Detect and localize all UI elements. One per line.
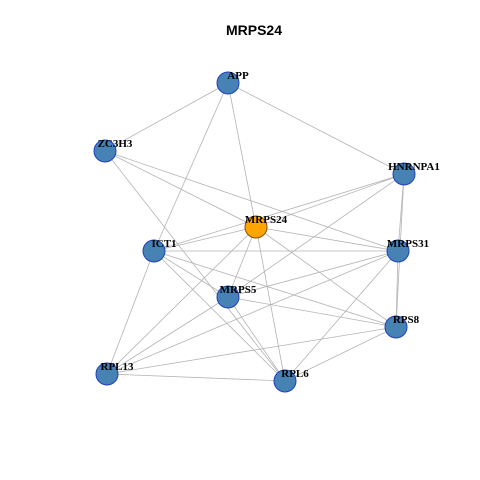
node-mrps5 bbox=[216, 285, 240, 309]
edge-mrps24-mrps31 bbox=[255, 226, 399, 252]
node-label-mrps31: MRPS31 bbox=[387, 238, 429, 250]
edge-rps8-rpl13 bbox=[106, 326, 397, 375]
edge-hnrnpa1-mrps24 bbox=[255, 173, 405, 228]
edge-zc3h3-mrps24 bbox=[104, 150, 257, 228]
edge-rps8-rpl6 bbox=[284, 326, 397, 382]
edge-mrps31-rpl6 bbox=[284, 250, 399, 382]
edge-zc3h3-mrps31 bbox=[104, 150, 399, 252]
node-layer bbox=[93, 71, 416, 393]
edge-mrps24-rpl13 bbox=[106, 226, 257, 375]
node-rpl13 bbox=[95, 362, 119, 386]
edge-ict1-mrps5 bbox=[153, 250, 229, 298]
edge-mrps5-rpl6 bbox=[227, 296, 286, 382]
node-app bbox=[216, 71, 240, 95]
edge-hnrnpa1-mrps5 bbox=[227, 173, 405, 298]
edge-app-ict1 bbox=[153, 82, 229, 252]
edge-app-zc3h3 bbox=[104, 82, 229, 152]
edge-ict1-rpl13 bbox=[106, 250, 155, 375]
node-rpl6 bbox=[273, 369, 297, 393]
node-mrps24 bbox=[244, 215, 268, 239]
node-label-rps8: RPS8 bbox=[393, 314, 420, 326]
node-label-mrps24: MRPS24 bbox=[245, 214, 288, 226]
edge-mrps5-rps8 bbox=[227, 296, 397, 328]
edge-mrps24-mrps5 bbox=[227, 226, 257, 298]
node-label-hnrnpa1: HNRNPA1 bbox=[388, 161, 440, 173]
node-mrps31 bbox=[386, 239, 410, 263]
edge-app-hnrnpa1 bbox=[227, 82, 405, 175]
node-label-mrps5: MRPS5 bbox=[220, 284, 257, 296]
node-label-ict1: ICT1 bbox=[151, 238, 176, 250]
edge-mrps24-rps8 bbox=[255, 226, 397, 328]
edge-mrps5-rpl13 bbox=[106, 296, 229, 375]
edge-mrps31-rpl13 bbox=[106, 250, 399, 375]
node-ict1 bbox=[142, 239, 166, 263]
edge-ict1-rpl6 bbox=[153, 250, 286, 382]
edge-mrps24-rpl6 bbox=[255, 226, 286, 382]
node-rps8 bbox=[384, 315, 408, 339]
diagram-title: MRPS24 bbox=[226, 22, 282, 38]
edge-layer bbox=[104, 82, 405, 382]
edge-zc3h3-rpl6 bbox=[104, 150, 286, 382]
node-hnrnpa1 bbox=[392, 162, 416, 186]
edge-mrps31-rps8 bbox=[395, 250, 399, 328]
edge-mrps31-mrps5 bbox=[227, 250, 399, 298]
node-label-rpl6: RPL6 bbox=[281, 368, 309, 380]
node-zc3h3 bbox=[93, 139, 117, 163]
edge-app-mrps24 bbox=[227, 82, 257, 228]
edge-hnrnpa1-ict1 bbox=[153, 173, 405, 252]
edge-mrps24-ict1 bbox=[153, 226, 257, 252]
edge-ict1-rps8 bbox=[153, 250, 397, 328]
edge-rpl13-rpl6 bbox=[106, 373, 286, 382]
node-label-rpl13: RPL13 bbox=[101, 361, 135, 373]
node-label-zc3h3: ZC3H3 bbox=[98, 138, 133, 150]
node-label-app: APP bbox=[227, 70, 249, 82]
